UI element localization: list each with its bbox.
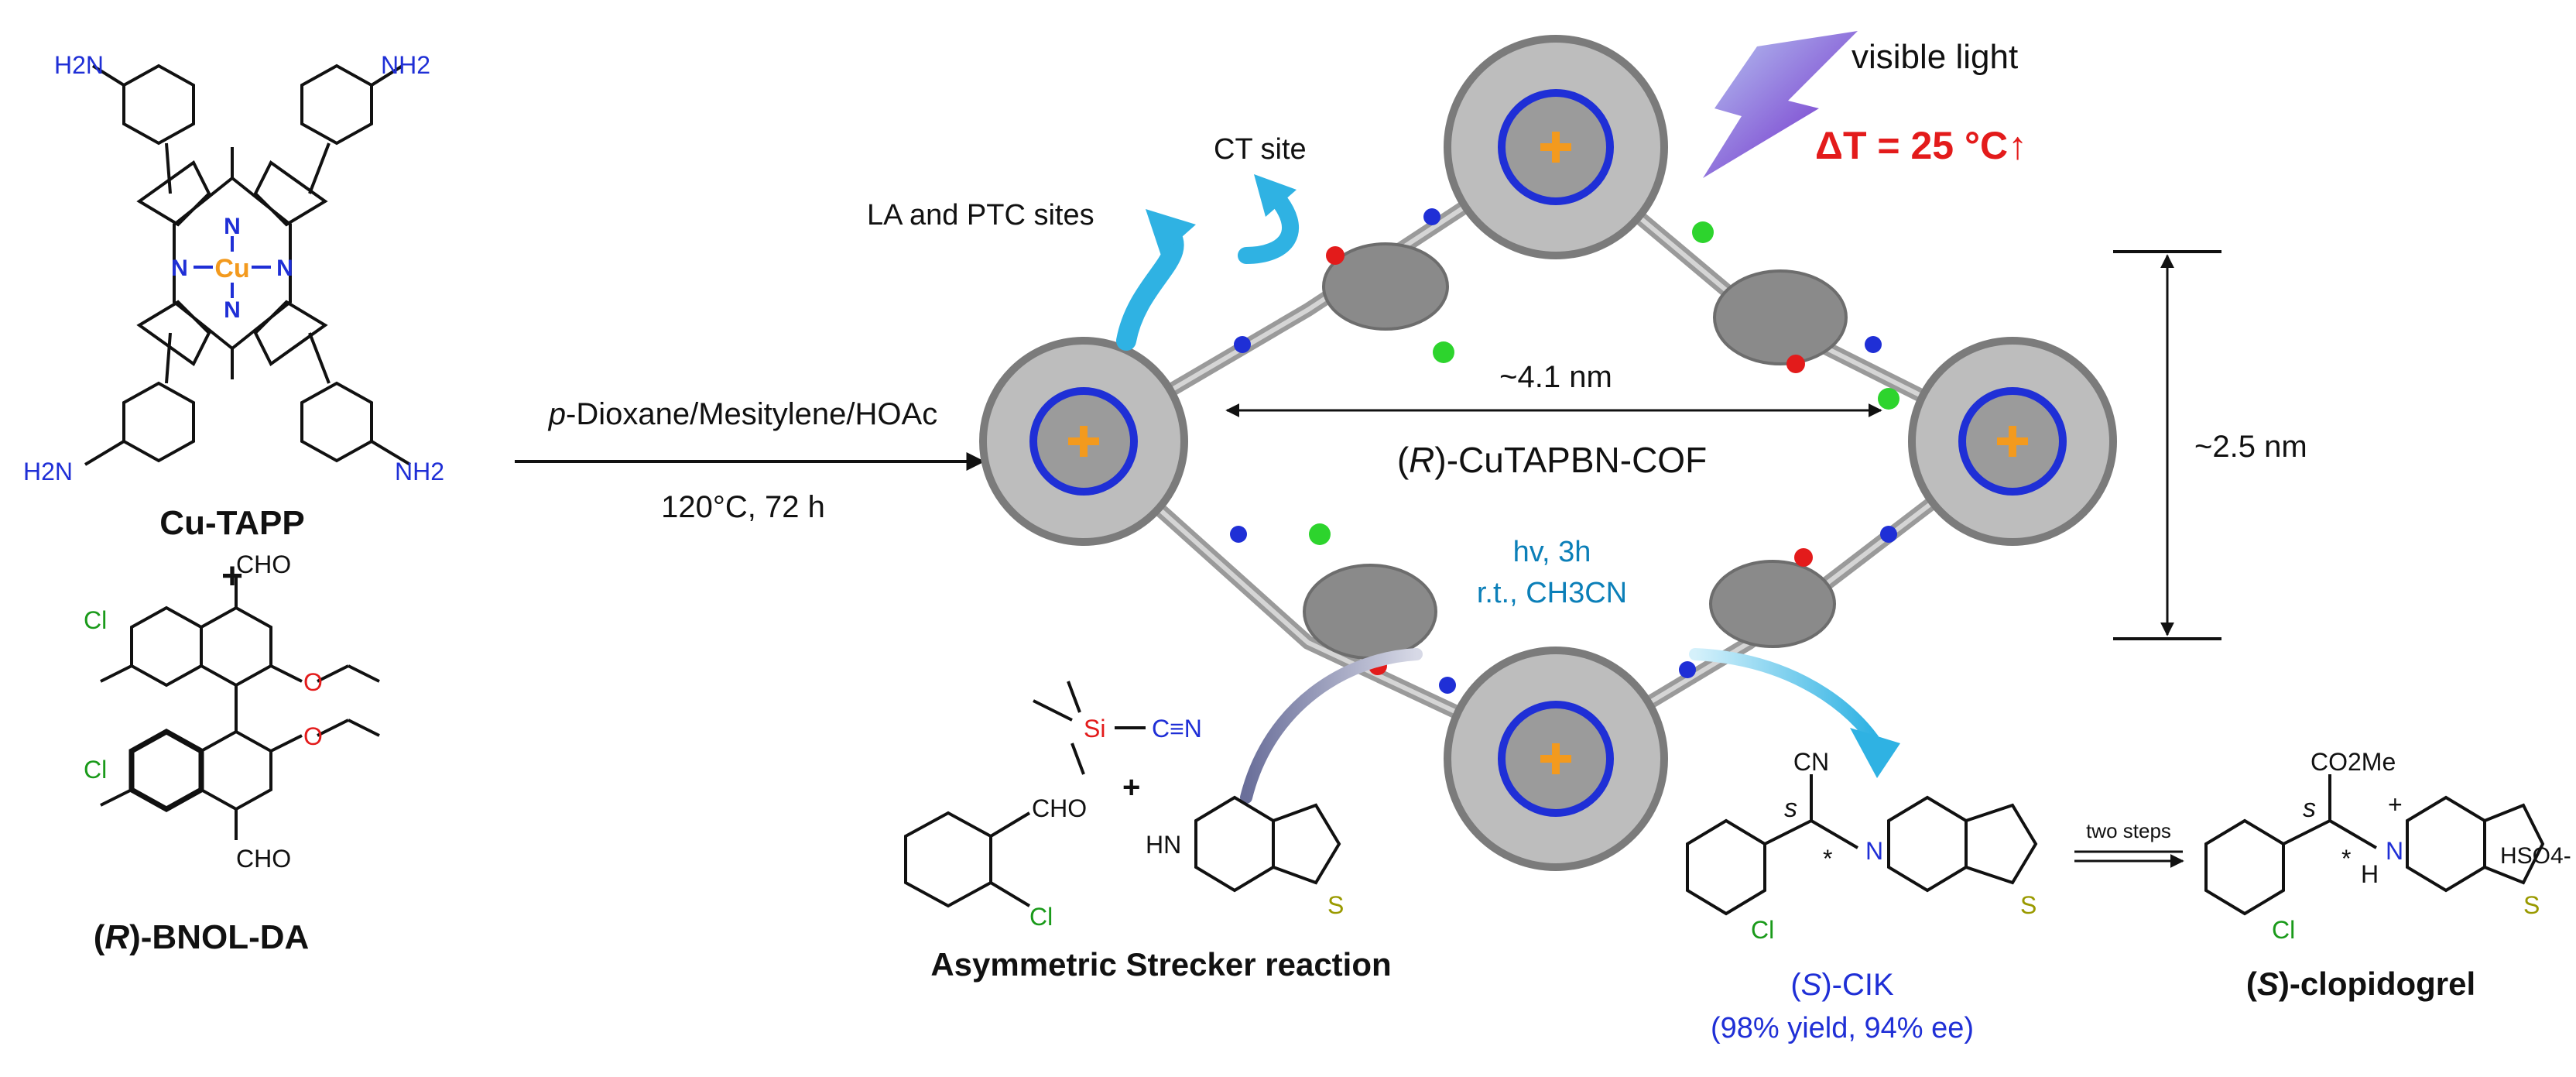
- la-ptc-sites-label: LA and PTC sites: [867, 199, 1094, 232]
- binaphthyl-linker: [1303, 242, 1848, 660]
- pore-width-label: ~4.1 nm: [1499, 360, 1612, 394]
- n-atom-label: N: [1865, 837, 1883, 865]
- chlorine-atom: [1309, 221, 1899, 545]
- imine-nitrogen: [1230, 208, 1897, 694]
- plus-charge: +: [2388, 791, 2403, 818]
- pore-height-label: ~2.5 nm: [2194, 430, 2307, 464]
- cof-framework: [979, 35, 2117, 871]
- cho-label: CHO: [236, 551, 291, 578]
- stereo-s-label: s: [2303, 794, 2316, 823]
- two-steps-label: two steps: [2086, 819, 2171, 842]
- thienopyridine-structure: [1194, 795, 1341, 893]
- ct-site-label: CT site: [1214, 133, 1307, 166]
- nh2-label: H2N: [23, 458, 73, 485]
- o-label: O: [303, 722, 323, 750]
- visible-light-label: visible light: [1852, 38, 2018, 76]
- hv-conditions-line1: hv, 3h: [1513, 536, 1591, 568]
- delta-t-label: ΔT = 25 °C↑: [1815, 124, 2027, 167]
- ct-site-arrow-head: [1254, 174, 1297, 217]
- bnol-da-label: (R)-BNOL-DA: [94, 918, 310, 956]
- s-label: S: [1327, 891, 1344, 919]
- cl-label: Cl: [84, 756, 107, 784]
- h-label: H: [2361, 860, 2379, 888]
- cu-tapp-label: Cu-TAPP: [159, 504, 304, 542]
- cn-triple-label: C≡N: [1152, 715, 1202, 743]
- cl-label: Cl: [2272, 916, 2295, 944]
- light-bolt-icon: [1703, 31, 1858, 178]
- plus-sign: +: [1122, 770, 1140, 804]
- cho-label: CHO: [236, 845, 291, 873]
- la-ptc-arrow-head: [1146, 209, 1196, 256]
- cl-label: Cl: [84, 606, 107, 634]
- ct-site-arrow: [1238, 185, 1299, 264]
- substrate-inflow-arc: [1240, 648, 1423, 804]
- cl-label: Cl: [1751, 916, 1774, 944]
- cl-label: Cl: [1029, 903, 1053, 931]
- hn-label: HN: [1146, 831, 1181, 859]
- stereo-star: *: [1823, 845, 1832, 873]
- n-atom-label: N: [276, 256, 293, 281]
- reaction-name-label: Asymmetric Strecker reaction: [930, 946, 1391, 983]
- s-label: S: [2020, 891, 2036, 919]
- si-label: Si: [1084, 715, 1105, 743]
- cof-label: (R)-CuTAPBN-COF: [1397, 440, 1707, 480]
- stereo-s-label: s: [1784, 794, 1797, 823]
- stereo-star: *: [2341, 845, 2351, 873]
- tmscn-structure: [1033, 681, 1146, 775]
- cu-center: [1068, 132, 2028, 774]
- hv-conditions-line2: r.t., CH3CN: [1477, 577, 1627, 609]
- n-atom-label: N: [171, 256, 188, 281]
- nh2-label: NH2: [395, 458, 444, 485]
- chlorobenzaldehyde-structure: [904, 811, 1031, 908]
- bnol-da-structure: [100, 577, 380, 840]
- o-label: O: [303, 668, 323, 696]
- cho-label: CHO: [1032, 794, 1087, 822]
- cn-label: CN: [1793, 748, 1829, 776]
- n-atom-label: N: [2386, 837, 2403, 865]
- n-atom-label: N: [224, 214, 241, 239]
- nh2-label: H2N: [54, 51, 104, 79]
- clopidogrel-structure: [2204, 774, 2545, 916]
- s-label: S: [2523, 891, 2540, 919]
- nh2-label: NH2: [381, 51, 430, 79]
- co2me-label: CO2Me: [2311, 748, 2396, 776]
- cik-label: (S)-CIK: [1790, 968, 1894, 1002]
- conditions-temp: 120°C, 72 h: [661, 490, 825, 524]
- product-arrow-head: [1850, 728, 1900, 778]
- clopidogrel-label: (S)-clopidogrel: [2246, 966, 2475, 1002]
- cu-tapp-structure: [84, 63, 412, 466]
- hso4-label: HSO4-: [2500, 843, 2571, 869]
- plus-sign: +: [221, 556, 243, 597]
- n-atom-label: N: [224, 297, 241, 323]
- product-outflow-arc: [1689, 648, 1879, 746]
- cu-atom-label: Cu: [214, 254, 249, 283]
- cik-yield-label: (98% yield, 94% ee): [1711, 1012, 1974, 1044]
- cik-structure: [1686, 774, 2038, 916]
- conditions-solvent: p-Dioxane/Mesitylene/HOAc: [548, 397, 937, 431]
